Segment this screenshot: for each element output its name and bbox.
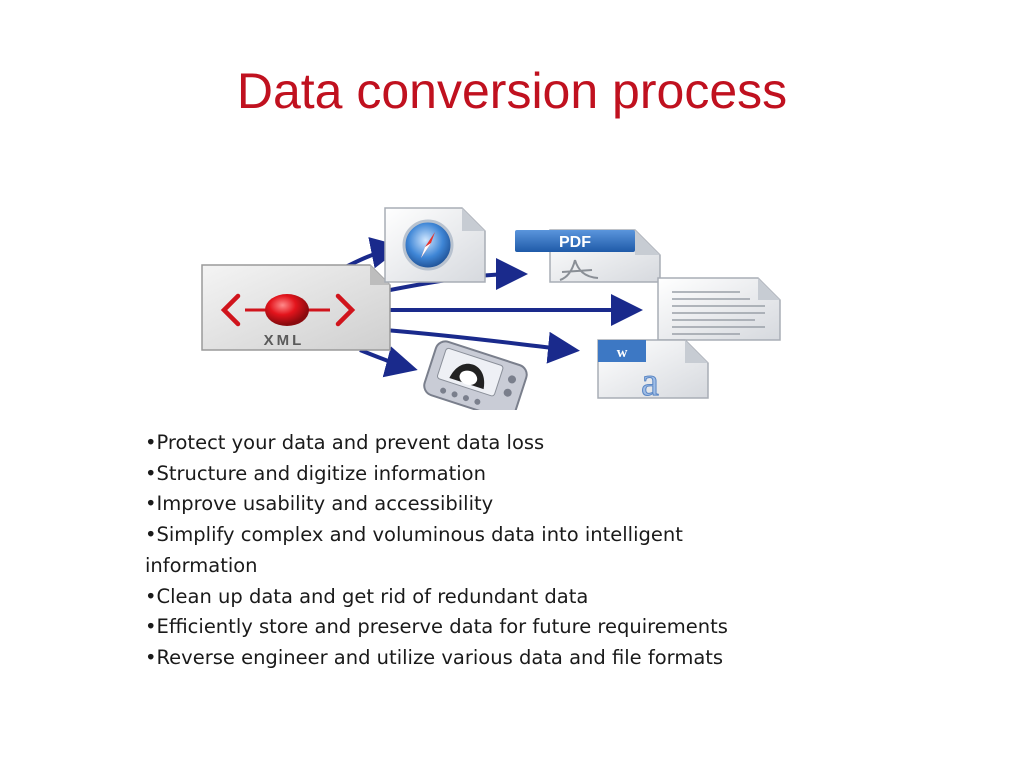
bullet-item: •Structure and digitize information xyxy=(145,461,486,485)
bullet-item: •Simplify complex and voluminous data in… xyxy=(145,523,683,577)
safari-compass-file-icon xyxy=(384,207,486,283)
bullet-item: •Clean up data and get rid of redundant … xyxy=(145,584,589,608)
text-document-icon xyxy=(657,277,781,341)
xml-label: XML xyxy=(264,332,305,349)
bullet-item: •Efficiently store and preserve data for… xyxy=(145,615,728,639)
benefits-list: •Protect your data and prevent data loss… xyxy=(145,428,785,674)
svg-text:w: w xyxy=(617,345,628,361)
slide-title: Data conversion process xyxy=(236,63,788,119)
data-conversion-diagram: XML PDF w a xyxy=(201,207,781,410)
bullet-item: •Improve usability and accessibility xyxy=(145,492,494,516)
arrow-to-pda xyxy=(359,346,418,378)
xml-file-icon: XML xyxy=(201,264,391,351)
pda-device-icon xyxy=(423,340,528,410)
svg-text:a: a xyxy=(641,359,659,404)
pdf-label: PDF xyxy=(559,234,591,251)
pdf-file-icon: PDF xyxy=(515,229,661,283)
word-document-icon: w a xyxy=(597,339,709,405)
bullet-item: •Protect your data and prevent data loss xyxy=(145,431,545,454)
arrow-to-word xyxy=(384,328,580,364)
bullet-item: •Reverse engineer and utilize various da… xyxy=(145,645,724,669)
